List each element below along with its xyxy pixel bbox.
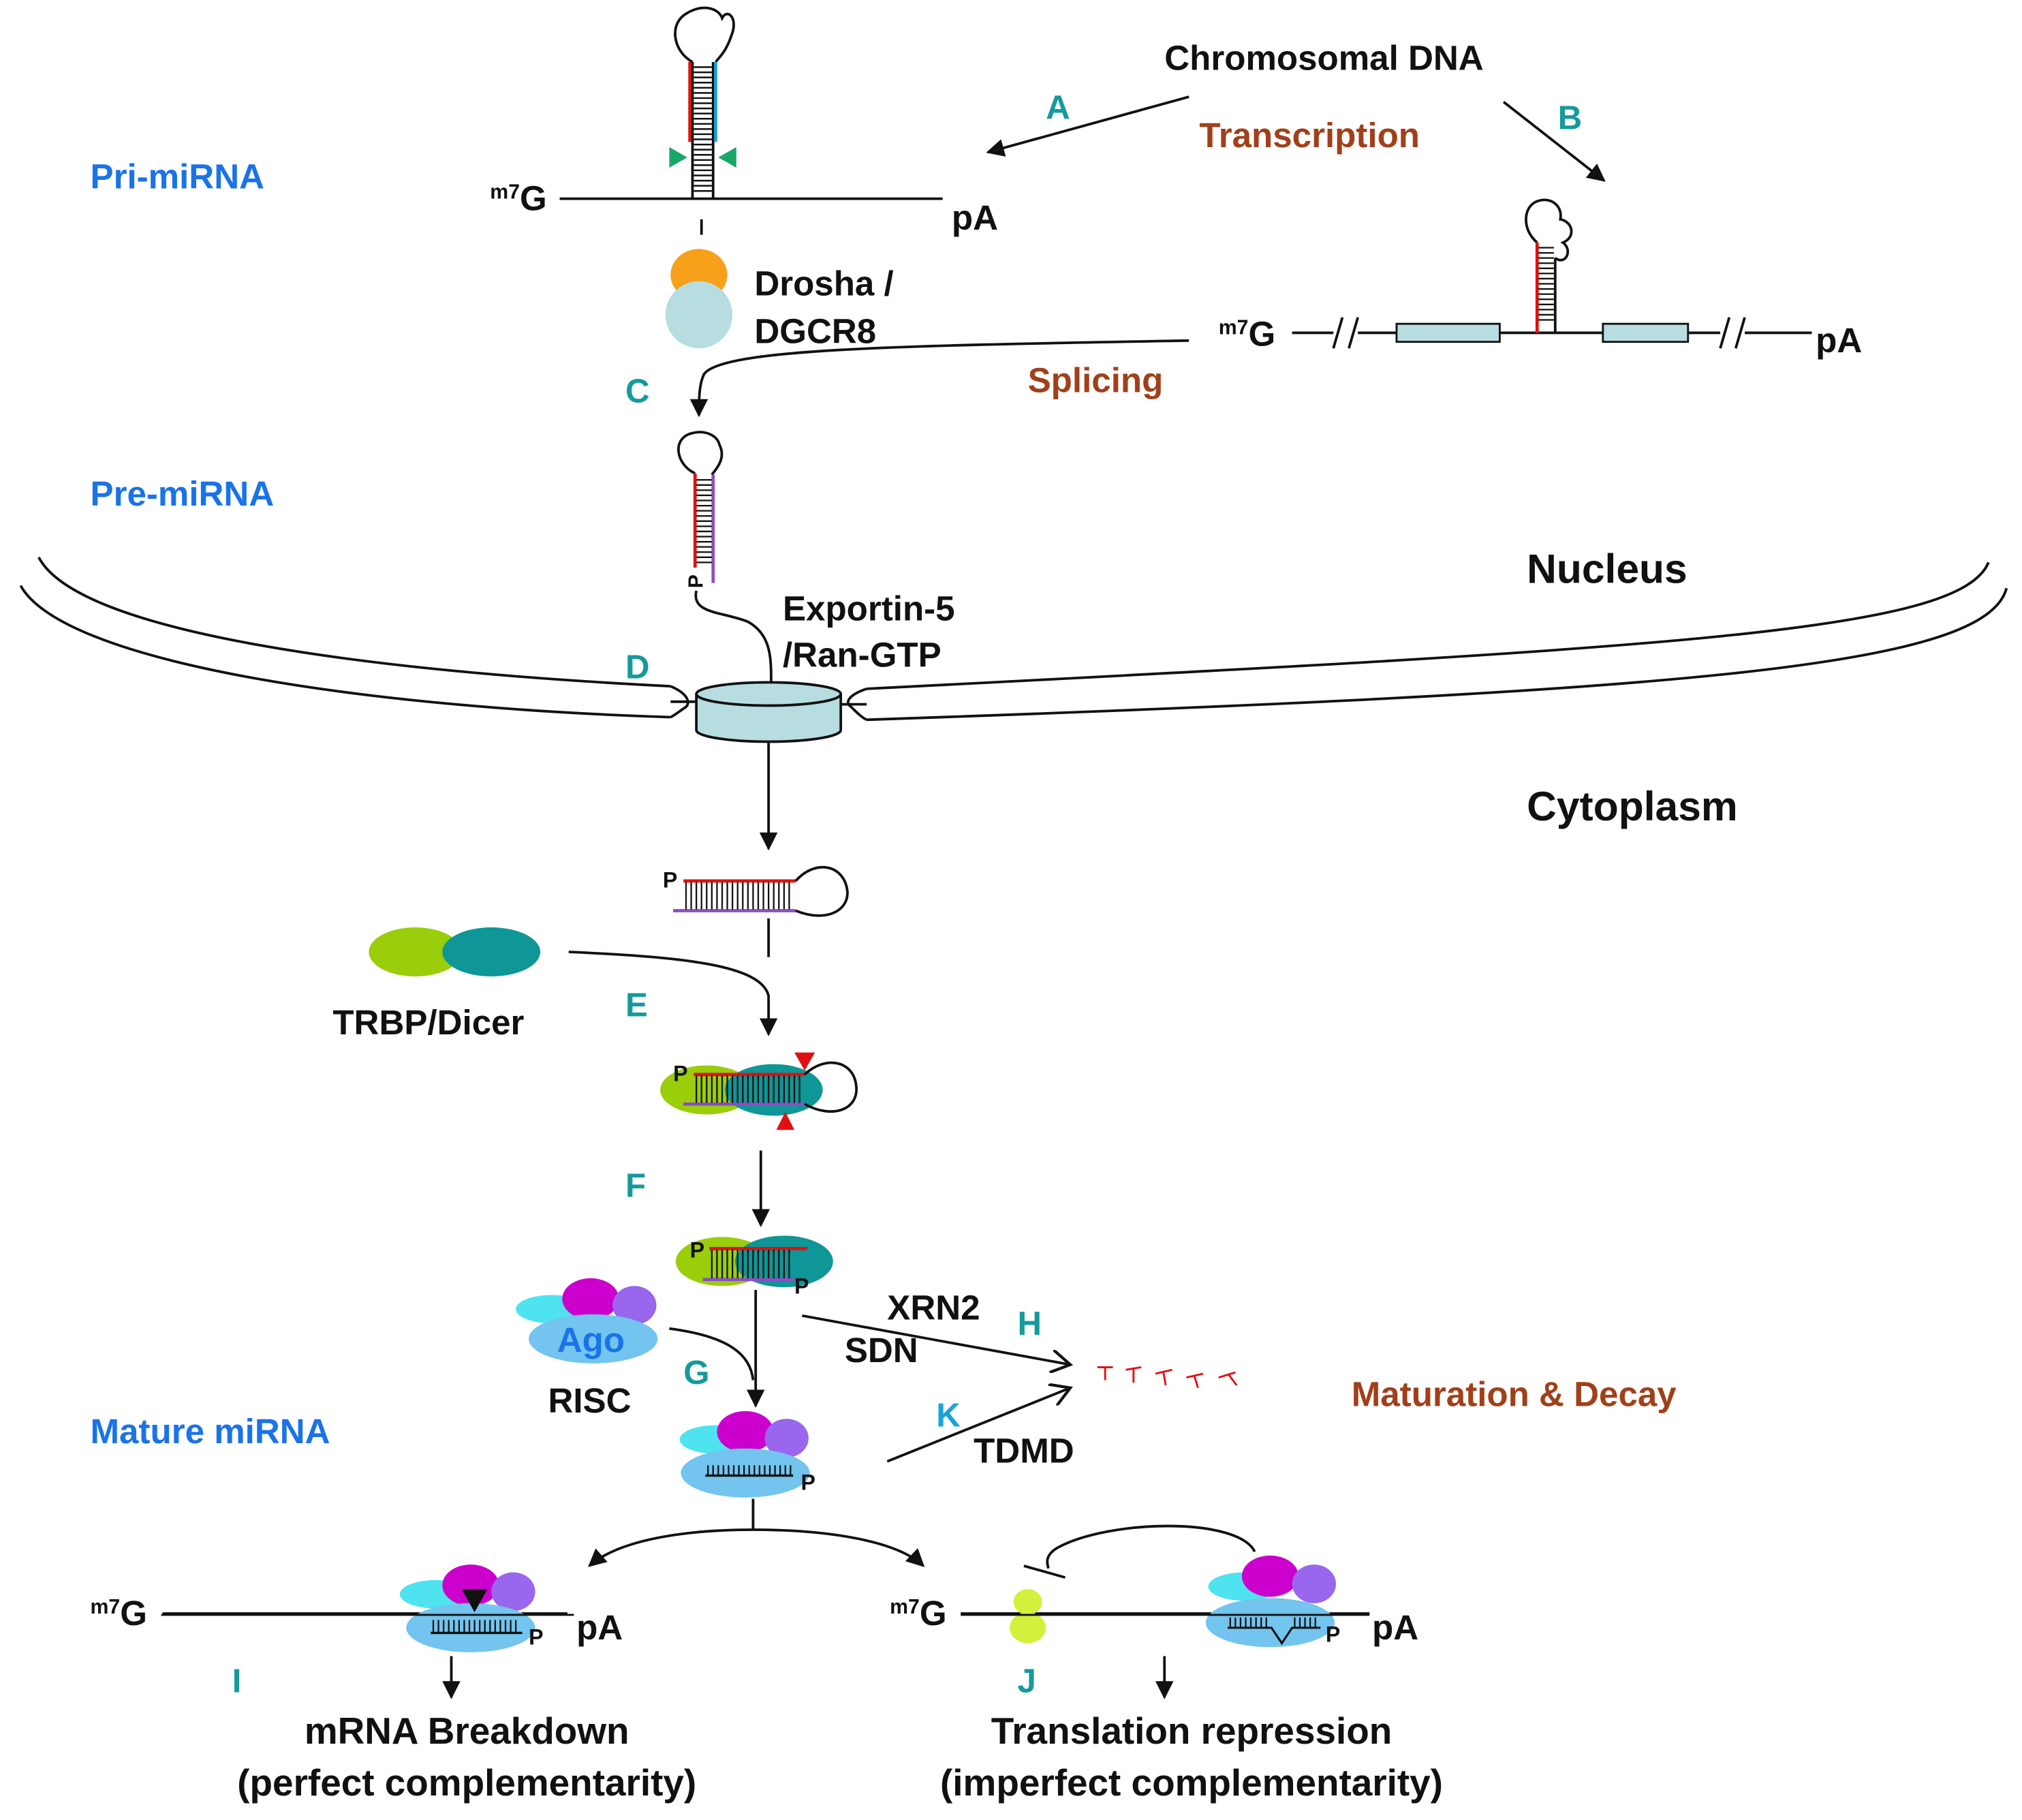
exon-2 [1602, 322, 1690, 343]
splicing-label: Splicing [1028, 361, 1164, 400]
pre-mirna-hairpin: P [677, 431, 724, 588]
outcome-repression-note: (imperfect complementarity) [940, 1761, 1443, 1804]
cap-binding-factor-upper [1013, 1589, 1042, 1615]
outcome-breakdown-title: mRNA Breakdown [305, 1710, 629, 1752]
exon-1 [1395, 322, 1501, 343]
cap-m7g-target-i: m7G [91, 1594, 148, 1633]
pre-mirna-phosphate: P [685, 574, 708, 588]
step-label-j: J [1017, 1663, 1036, 1700]
degraded-mirna-fragments [1097, 1366, 1238, 1389]
cytoplasmic-pre-mirna: P [663, 865, 849, 917]
polya-target-j: pA [1372, 1608, 1418, 1647]
inhibition-arc [1046, 1524, 1256, 1569]
outcome-breakdown-note: (perfect complementarity) [237, 1761, 696, 1804]
arrow-h-decay [802, 1314, 1070, 1365]
export-tether-line [694, 590, 773, 683]
svg-text:P: P [529, 1624, 543, 1649]
ago-label: Ago [557, 1321, 625, 1359]
step-label-c: C [625, 373, 650, 410]
pri-mirna-hairpin [669, 6, 736, 235]
dgcr8-protein [665, 281, 733, 349]
polya-target-i: pA [576, 1608, 623, 1647]
step-label-i: I [232, 1663, 242, 1700]
drosha-label-line1: Drosha / [754, 264, 893, 303]
translation-repression-target: m7G P pA [890, 1524, 1418, 1648]
mrna-breakdown-target: m7G P pA [91, 1564, 623, 1652]
step-label-k: K [936, 1397, 961, 1434]
exportin-label-line2: /Ran-GTP [783, 636, 942, 675]
maturation-decay-label: Maturation & Decay [1352, 1374, 1677, 1413]
step-label-a: A [1046, 89, 1070, 126]
step-label-g: G [683, 1354, 709, 1391]
exportin-label-line1: Exportin-5 [783, 589, 955, 628]
intronic-pri-mirna-transcript: m7G pA [1219, 198, 1862, 360]
nuclear-envelope [19, 556, 2008, 722]
cap-m7g-target-j: m7G [890, 1594, 947, 1633]
polya-intronic: pA [1816, 321, 1862, 360]
cleavage-marker [461, 1589, 488, 1613]
pri-mirna-transcript: m7G pA [490, 6, 998, 237]
cap-m7g-pri: m7G [490, 179, 547, 218]
svg-text:P: P [690, 1238, 704, 1263]
stage-label-mature-mirna: Mature miRNA [91, 1412, 330, 1451]
svg-text:P: P [800, 1470, 815, 1494]
risc-label: RISC [548, 1381, 631, 1420]
mirna-duplex-complex: P P [675, 1235, 833, 1299]
nuclear-pore-complex [695, 681, 843, 743]
svg-text:P: P [794, 1274, 809, 1299]
stage-label-pri-mirna: Pri-miRNA [91, 157, 265, 196]
xrn2-label: XRN2 [887, 1288, 980, 1327]
svg-text:P: P [673, 1061, 687, 1085]
trbp-protein [369, 927, 462, 976]
step-label-b: B [1558, 99, 1583, 136]
arrow-k-decay [886, 1388, 1070, 1463]
dicer-processing-complex: P [660, 1052, 858, 1130]
cap-m7g-intronic: m7G [1219, 314, 1276, 353]
drosha-cut-marker-left [669, 146, 687, 168]
inhibition-bar [1023, 1564, 1066, 1579]
arrow-a-transcription [986, 95, 1189, 157]
arrow-b-transcription [1502, 101, 1606, 182]
svg-text:P: P [1326, 1622, 1340, 1647]
svg-text:P: P [663, 867, 677, 892]
step-label-d: D [625, 649, 650, 686]
arrow-c-splicing [689, 339, 1189, 418]
cap-binding-factor-lower [1010, 1612, 1046, 1644]
transcription-label: Transcription [1199, 116, 1420, 155]
polya-pri: pA [952, 198, 998, 237]
tdmd-label: TDMD [974, 1432, 1074, 1470]
arrow-e-dicer-binding [568, 951, 778, 1036]
step-label-f: F [625, 1167, 646, 1205]
step-label-h: H [1017, 1305, 1042, 1342]
intronic-hairpin [1525, 198, 1573, 333]
mature-risc-complex: P [679, 1410, 815, 1498]
dicer-cut-marker-bottom [776, 1111, 794, 1130]
sdn-label: SDN [845, 1331, 918, 1370]
cytoplasm-label: Cytoplasm [1527, 783, 1738, 829]
stage-label-pre-mirna: Pre-miRNA [91, 474, 275, 513]
arrow-branch-i [588, 1528, 753, 1567]
nucleus-label: Nucleus [1527, 546, 1687, 592]
arrow-g-ago-loading [669, 1327, 755, 1381]
ago-risc-complex: Ago [516, 1278, 658, 1363]
step-label-e: E [625, 987, 648, 1024]
arrow-branch-j [753, 1528, 925, 1567]
dicer-protein [442, 927, 541, 976]
trbp-dicer-label: TRBP/Dicer [332, 1003, 524, 1042]
dicer-cut-marker-top [794, 1052, 815, 1071]
outcome-repression-title: Translation repression [991, 1710, 1393, 1752]
drosha-label-line2: DGCR8 [754, 312, 876, 351]
drosha-cut-marker-right [718, 146, 736, 168]
chromosomal-dna-label: Chromosomal DNA [1164, 38, 1483, 77]
